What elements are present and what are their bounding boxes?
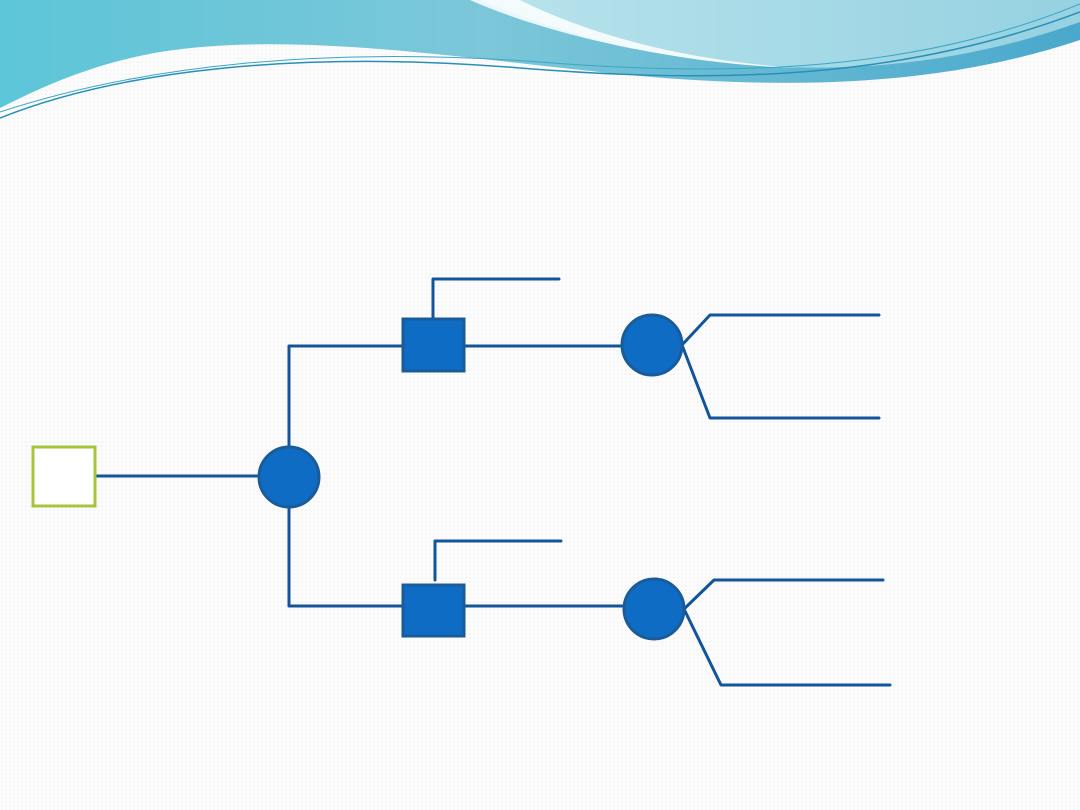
edge-lower-chance-leaf-a — [682, 578, 885, 611]
lower-decision-node — [401, 583, 466, 638]
edge-upper-decision-stop — [431, 277, 561, 321]
edge-lower-chance-leaf-b — [682, 607, 892, 687]
edge-upper-chance-leaf-b — [680, 343, 881, 420]
header-wave-highlight — [480, 0, 1080, 68]
main-chance-node — [257, 445, 321, 509]
header-wave-line-2 — [0, 3, 1080, 113]
header-wave-white-sweep — [470, 0, 800, 68]
edge-lower-decision-stop — [433, 539, 563, 582]
header-wave-banner — [0, 0, 1080, 119]
edge-chance-to-upper-decision — [287, 344, 405, 450]
header-wave-line-1 — [0, 11, 1080, 119]
root-decision-node — [31, 445, 97, 508]
edge-upper-chance-leaf-a — [680, 313, 881, 347]
lower-chance-node — [622, 577, 686, 641]
upper-chance-node — [620, 313, 684, 377]
upper-decision-node — [401, 317, 466, 373]
edge-chance-to-lower-decision — [287, 504, 405, 608]
